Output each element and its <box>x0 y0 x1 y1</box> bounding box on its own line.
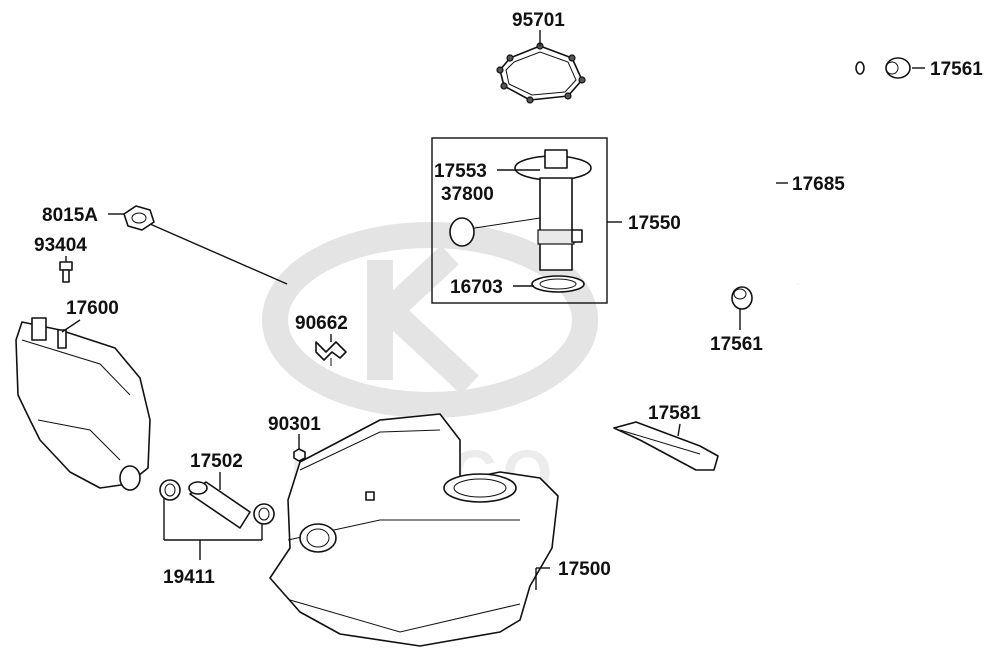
label-90662: 90662 <box>295 313 348 334</box>
label-17581: 17581 <box>648 403 701 424</box>
leader-lines <box>61 30 925 590</box>
fuel-tank-part[interactable] <box>269 413 559 647</box>
fuel-cap-gauge-part[interactable] <box>123 205 288 285</box>
label-16703: 16703 <box>450 277 503 298</box>
label-17561-bottom: 17561 <box>710 334 763 355</box>
bracket-part[interactable] <box>613 421 719 471</box>
label-90301: 90301 <box>268 414 321 435</box>
bolt-part[interactable] <box>59 261 73 283</box>
fuel-reservoir-part[interactable] <box>15 317 151 491</box>
nut-part[interactable] <box>293 448 306 462</box>
fuel-pump-assembly-box <box>431 137 608 304</box>
intake-pipe-part[interactable] <box>188 481 251 529</box>
hose-clamp-bottom-part[interactable] <box>731 286 753 310</box>
pipe-clamp-right-part[interactable] <box>253 503 275 525</box>
clip-part[interactable] <box>315 341 347 366</box>
label-8015A: 8015A <box>42 205 98 226</box>
label-17500: 17500 <box>558 559 611 580</box>
label-19411: 19411 <box>163 567 215 588</box>
fuel-hose-part[interactable] <box>752 61 865 291</box>
label-17685: 17685 <box>792 174 845 195</box>
label-17553: 17553 <box>434 161 487 182</box>
label-93404: 93404 <box>34 235 87 256</box>
label-17550: 17550 <box>628 213 681 234</box>
pipe-clamp-left-part[interactable] <box>159 479 181 501</box>
label-17561-top: 17561 <box>930 59 983 80</box>
label-95701: 95701 <box>512 10 565 31</box>
fuel-pump-part[interactable] <box>449 149 592 293</box>
hose-clamp-top-part[interactable] <box>885 57 911 79</box>
label-37800: 37800 <box>441 184 494 205</box>
label-17600: 17600 <box>66 298 119 319</box>
label-17502: 17502 <box>190 451 243 472</box>
gasket-part[interactable] <box>496 42 586 104</box>
